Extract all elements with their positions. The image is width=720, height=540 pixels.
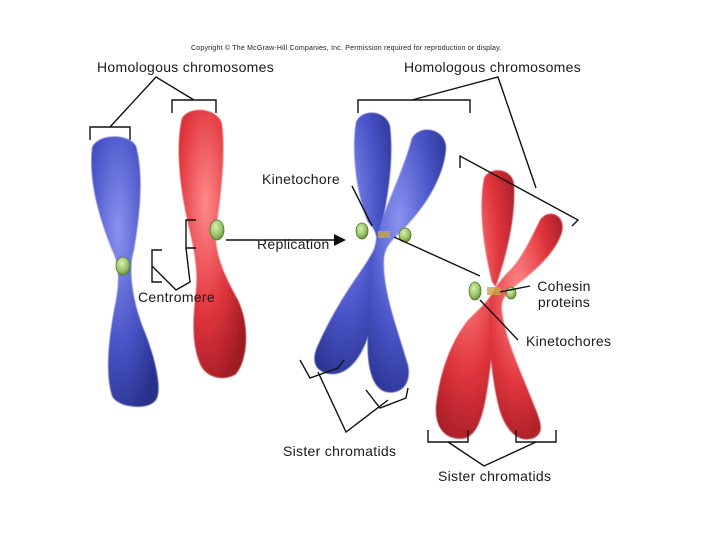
bracket-middle-top (357, 99, 471, 113)
bracket-sister-middle-right (365, 387, 409, 409)
label-cohesin-proteins: Cohesin proteins (532, 278, 596, 310)
label-sister-chromatids-middle: Sister chromatids (283, 443, 397, 459)
leader-kinetochore (351, 185, 373, 227)
label-sister-chromatids-right: Sister chromatids (438, 468, 552, 484)
bracket-sister-middle-left (299, 359, 345, 379)
red-sister-chromatid-left (435, 170, 515, 439)
leader-sister-middle (317, 371, 389, 434)
right-kinetochore-left (468, 281, 482, 301)
middle-kinetochore-left (355, 222, 369, 240)
leader-centromere (151, 247, 191, 291)
label-homologous-chromosomes-right: Homologous chromosomes (404, 59, 582, 75)
label-replication: Replication (257, 236, 330, 252)
leader-homologous-right (411, 76, 537, 189)
bracket-centromere-blue (151, 249, 162, 283)
left-centromere-blue (115, 256, 131, 276)
annotation-lines (89, 76, 580, 467)
blue-sister-chromatid-right (367, 129, 446, 393)
label-cohesin-line2: proteins (537, 294, 591, 310)
label-centromere: Centromere (138, 289, 215, 305)
leader-cohesin-1 (393, 236, 481, 277)
left-red-chromosome (178, 109, 247, 379)
leader-kinetochores (479, 299, 519, 341)
red-sister-chromatid-right (489, 213, 563, 440)
right-cohesin (487, 287, 501, 295)
replication-arrow-head (334, 234, 346, 246)
bracket-centromere-red (185, 219, 196, 249)
leader-cohesin-2 (499, 285, 531, 293)
label-kinetochores: Kinetochores (526, 333, 612, 349)
leader-sister-right (447, 441, 537, 467)
middle-cohesin (378, 231, 390, 238)
label-kinetochore: Kinetochore (262, 171, 341, 187)
bracket-right-top (459, 154, 580, 227)
label-cohesin-line1: Cohesin (537, 278, 591, 294)
leader-homologous-left (109, 76, 195, 128)
copyright-notice: Copyright © The McGraw-Hill Companies, I… (191, 45, 502, 52)
label-homologous-chromosomes-left: Homologous chromosomes (97, 59, 275, 75)
left-centromere-red (209, 219, 225, 241)
